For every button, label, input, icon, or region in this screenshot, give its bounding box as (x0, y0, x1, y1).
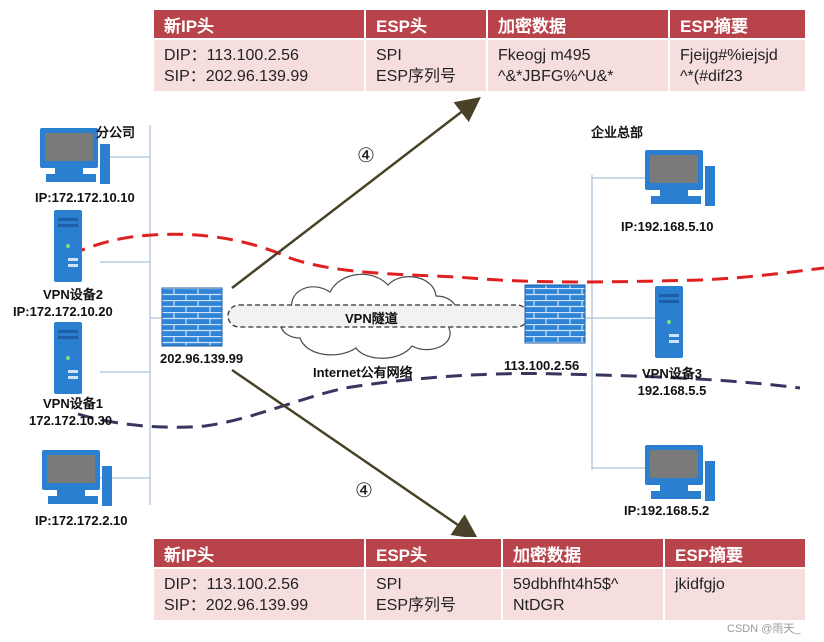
vpn-device1-ip: 172.172.10.30 (29, 413, 113, 428)
cell-encrypted-data: 59dbhfht4h5$^NtDGR (501, 567, 665, 622)
header-encrypted-data: 加密数据 (486, 8, 670, 40)
branch-pc1-icon (40, 128, 110, 184)
firewall-left-ip: 202.96.139.99 (160, 351, 244, 366)
vpn-device2-server-icon (54, 210, 82, 282)
cell-encrypted-data: Fkeogj m495^&*JBFG%^U&* (486, 38, 670, 93)
branch-pc2-icon (42, 450, 112, 506)
branch-pc2-ip: IP:172.172.2.10 (35, 513, 128, 528)
hq-pc2-ip: IP:192.168.5.2 (624, 503, 710, 518)
vpn-device3-server-icon (655, 286, 683, 358)
red-vpn-path (69, 232, 824, 284)
step4-top-marker: ④ (357, 145, 375, 167)
vpn-device3-ip: 192.168.5.5 (637, 383, 707, 398)
cell-esp-digest: Fjeijg#%iejsjd^*(#dif23 (668, 38, 807, 93)
hq-label: 企业总部 (591, 125, 644, 140)
firewall-right-ip: 113.100.2.56 (504, 358, 580, 373)
header-esp-digest: ESP摘要 (663, 537, 807, 569)
vpn-device2-ip: IP:172.172.10.20 (13, 304, 113, 319)
vpn-tunnel (227, 304, 529, 328)
hq-pc1-ip: IP:192.168.5.10 (621, 219, 714, 234)
header-esp: ESP头 (364, 537, 503, 569)
navy-vpn-path (77, 372, 801, 429)
branch-pc1-ip: IP:172.172.10.10 (35, 190, 135, 205)
watermark: CSDN @雨天_ (727, 623, 801, 635)
header-new-ip: 新IP头 (152, 8, 366, 40)
step4-bottom-marker: ④ (355, 480, 373, 502)
vpn-device2-name: VPN设备2 (43, 287, 103, 302)
vpn-device3-name: VPN设备3 (642, 366, 702, 381)
vpn-device1-name: VPN设备1 (43, 396, 103, 411)
firewall-left-icon (161, 287, 223, 347)
internet-label: Internet公有网络 (313, 365, 413, 380)
arrow-to-bottom-table (231, 368, 479, 539)
branch-office-label: 分公司 (96, 125, 136, 140)
hq-pc1-icon (645, 150, 715, 206)
vpn-device1-server-icon (54, 322, 82, 394)
cell-esp-digest: jkidfgjo (663, 567, 807, 622)
header-esp-digest: ESP摘要 (668, 8, 807, 40)
arrow-to-top-table (231, 96, 481, 289)
firewall-right-icon (524, 284, 586, 344)
header-encrypted-data: 加密数据 (501, 537, 665, 569)
header-new-ip: 新IP头 (152, 537, 366, 569)
hq-pc2-icon (645, 445, 715, 501)
vpn-tunnel-label: VPN隧道 (345, 311, 398, 326)
header-esp: ESP头 (364, 8, 488, 40)
